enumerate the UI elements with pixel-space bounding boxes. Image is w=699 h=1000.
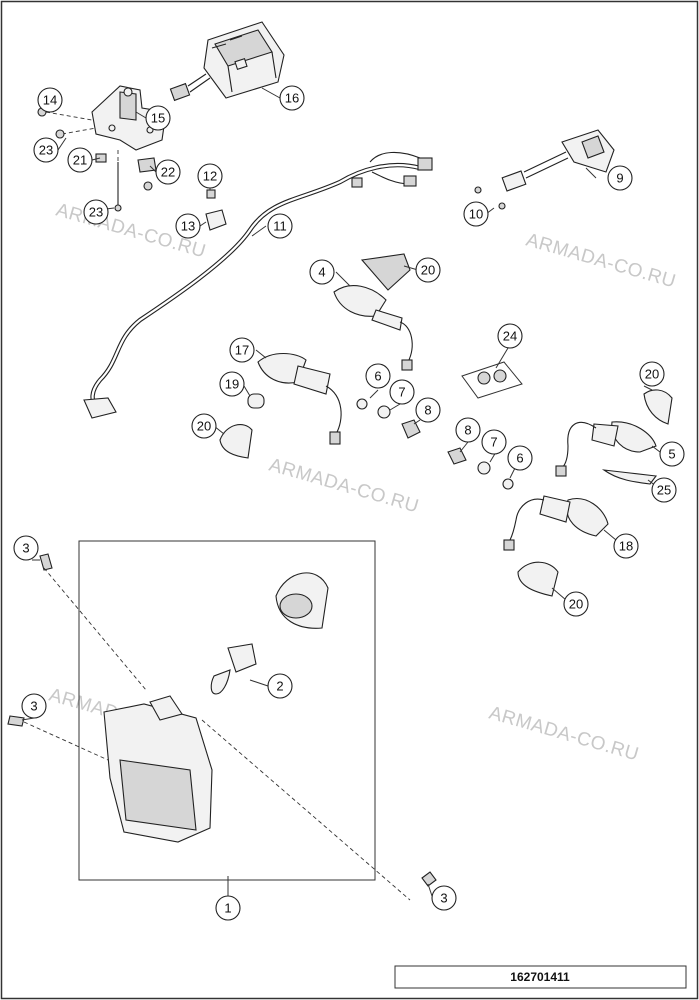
callout-17[interactable]: 17 [229, 337, 255, 363]
wiring-harness [83, 151, 433, 419]
callout-number: 8 [424, 403, 431, 418]
mount-screws [7, 553, 437, 887]
callout-number: 5 [668, 447, 675, 462]
callout-18[interactable]: 18 [613, 533, 639, 559]
callout-22[interactable]: 22 [155, 159, 181, 185]
callout-number: 23 [89, 205, 103, 220]
callout-20-right-top[interactable]: 20 [639, 361, 665, 387]
watermarks: ARMADA-CO.RU ARMADA-CO.RU ARMADA-CO.RU A… [47, 200, 679, 766]
callout-number: 12 [203, 169, 217, 184]
callout-16[interactable]: 16 [279, 85, 305, 111]
callout-number: 3 [440, 891, 447, 906]
callout-number: 23 [39, 143, 53, 158]
callout-6-right[interactable]: 6 [507, 445, 533, 471]
indicator-rear-left [257, 352, 342, 445]
callout-3-left[interactable]: 3 [21, 693, 47, 719]
instrument-cluster [169, 21, 285, 102]
callout-15[interactable]: 15 [145, 105, 171, 131]
bulb [247, 393, 265, 409]
lens-left [219, 424, 253, 459]
callout-number: 3 [22, 541, 29, 556]
callout-12[interactable]: 12 [197, 163, 223, 189]
headlight-bulb [210, 643, 257, 695]
small-screws [37, 107, 157, 212]
callout-number: 14 [43, 93, 57, 108]
callout-number: 1 [224, 901, 231, 916]
indicator-front-right [555, 421, 657, 477]
lens-right-bottom [517, 561, 559, 597]
callout-5[interactable]: 5 [659, 441, 685, 467]
callout-number: 10 [469, 207, 483, 222]
callout-number: 19 [225, 377, 239, 392]
tail-light [474, 129, 615, 210]
headlight-housing [103, 695, 213, 843]
callout-number: 24 [503, 329, 517, 344]
callout-20-top[interactable]: 20 [415, 257, 441, 283]
callout-number: 7 [398, 385, 405, 400]
callout-number: 8 [464, 423, 471, 438]
callout-23-bottom[interactable]: 23 [83, 199, 109, 225]
callout-9[interactable]: 9 [607, 165, 633, 191]
callout-23-top[interactable]: 23 [33, 137, 59, 163]
watermark-2: ARMADA-CO.RU [524, 230, 679, 293]
drawing-number-box: 162701411 [394, 965, 687, 989]
callout-20-bottom[interactable]: 20 [563, 591, 589, 617]
callout-8-right[interactable]: 8 [455, 417, 481, 443]
callout-number: 22 [161, 165, 175, 180]
callout-10[interactable]: 10 [463, 201, 489, 227]
reflector-strip [603, 469, 658, 485]
callout-19[interactable]: 19 [219, 371, 245, 397]
callout-6-left[interactable]: 6 [365, 363, 391, 389]
callout-7-right[interactable]: 7 [481, 429, 507, 455]
drawing-number: 162701411 [510, 970, 570, 984]
callout-25[interactable]: 25 [651, 477, 677, 503]
callout-number: 20 [569, 597, 583, 612]
callout-11[interactable]: 11 [267, 213, 293, 239]
callout-13[interactable]: 13 [175, 213, 201, 239]
callout-number: 3 [30, 699, 37, 714]
callout-21[interactable]: 21 [67, 147, 93, 173]
callout-number: 18 [619, 539, 633, 554]
washers-right [447, 447, 514, 490]
lens-right-top [643, 389, 673, 425]
callout-number: 20 [645, 367, 659, 382]
indicator-front-left [333, 253, 413, 371]
reflector-set [461, 361, 523, 399]
callout-1[interactable]: 1 [215, 895, 241, 921]
socket-cover [275, 572, 329, 629]
callout-3-right[interactable]: 3 [431, 885, 457, 911]
callout-3-top[interactable]: 3 [13, 535, 39, 561]
callout-number: 16 [285, 91, 299, 106]
callout-number: 7 [490, 435, 497, 450]
callout-24[interactable]: 24 [497, 323, 523, 349]
callout-4[interactable]: 4 [309, 259, 335, 285]
cluster-bracket [91, 85, 167, 151]
indicator-rear-right [503, 495, 609, 551]
callout-number: 25 [657, 483, 671, 498]
callout-number: 13 [181, 219, 195, 234]
watermark-3: ARMADA-CO.RU [267, 455, 422, 518]
callout-2[interactable]: 2 [267, 673, 293, 699]
callout-number: 17 [235, 343, 249, 358]
callout-number: 20 [197, 419, 211, 434]
grommet-and-screw [205, 189, 227, 231]
callout-number: 21 [73, 153, 87, 168]
callout-number: 2 [276, 679, 283, 694]
callout-8-left[interactable]: 8 [415, 397, 441, 423]
callout-number: 6 [374, 369, 381, 384]
callout-number: 11 [273, 219, 287, 234]
callout-number: 4 [318, 265, 325, 280]
watermark-5: ARMADA-CO.RU [487, 703, 642, 766]
headlight-group-box [78, 540, 376, 881]
callout-number: 9 [616, 171, 623, 186]
callout-number: 6 [516, 451, 523, 466]
callout-7-left[interactable]: 7 [389, 379, 415, 405]
callout-20-left[interactable]: 20 [191, 413, 217, 439]
washers-left [356, 398, 421, 439]
callout-number: 20 [421, 263, 435, 278]
callout-14[interactable]: 14 [37, 87, 63, 113]
callout-number: 15 [151, 111, 165, 126]
